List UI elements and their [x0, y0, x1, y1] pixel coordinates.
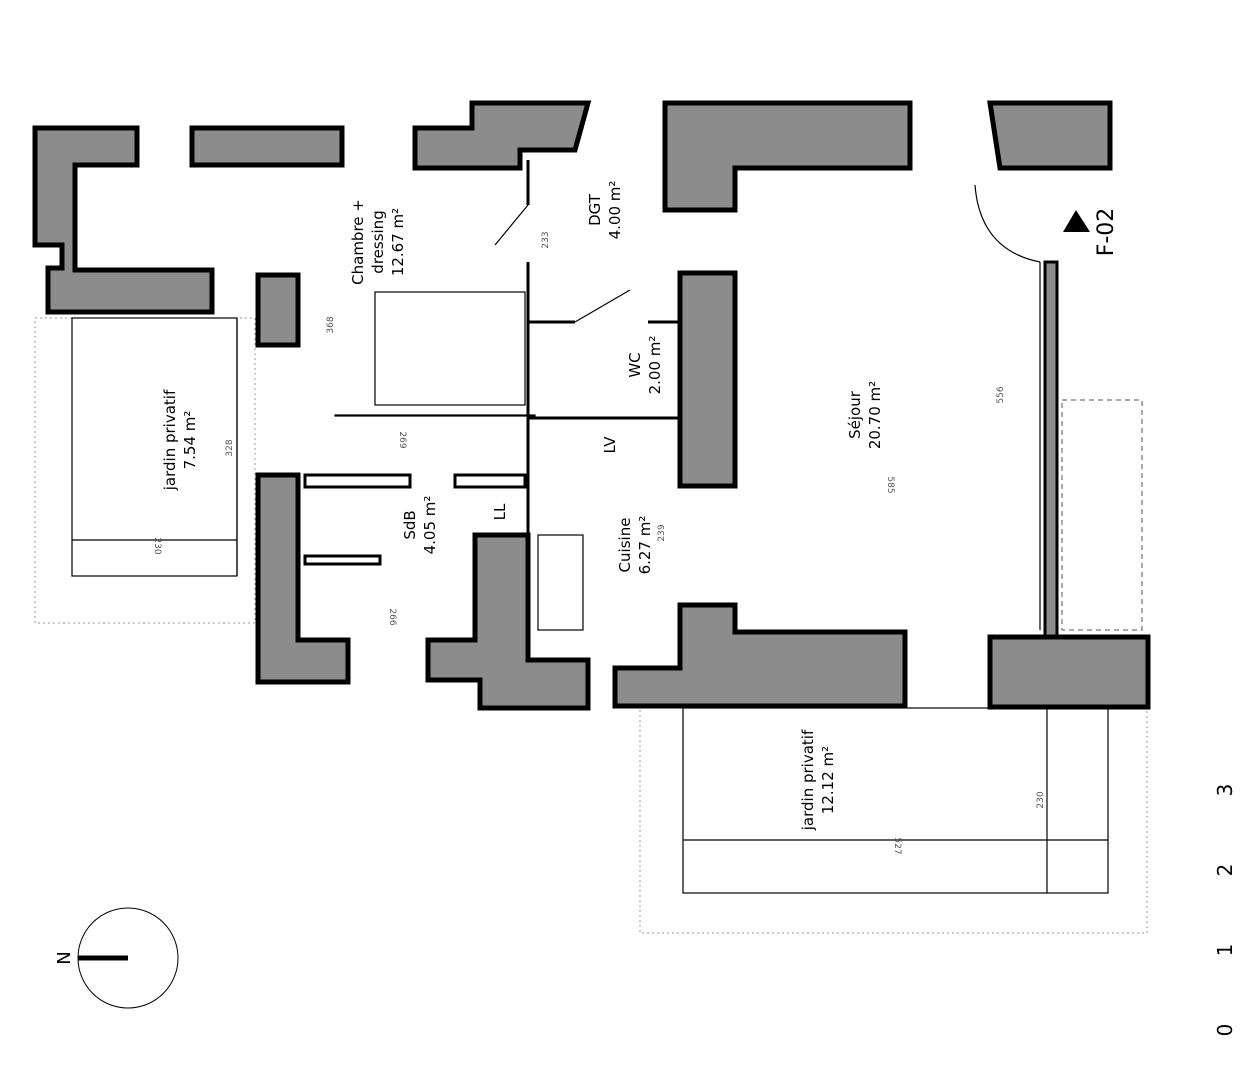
dimension: 230: [152, 537, 162, 554]
north-arrow: N: [54, 907, 179, 1009]
room-sejour: Séjour 20.70 m²: [846, 381, 884, 449]
room-name: SdB: [401, 510, 419, 539]
room-name: jardin privatif: [799, 729, 817, 831]
walls: [32, 100, 1151, 711]
room-area: 12.12 m²: [819, 746, 837, 814]
washing-machine-label: LL: [491, 503, 509, 520]
room-name: Cuisine: [616, 518, 634, 573]
scale-tick-label: 0: [1213, 1024, 1237, 1037]
dimension: 585: [885, 476, 895, 493]
dimension: 230: [1036, 791, 1046, 808]
stair: [1061, 399, 1143, 631]
room-area: 2.00 m²: [646, 336, 664, 395]
scale-tick-label: 1: [1213, 944, 1237, 957]
room-area: 6.27 m²: [636, 516, 654, 575]
room-sdb: SdB 4.05 m²: [401, 496, 439, 555]
section-marker-label: F-02: [1094, 208, 1119, 257]
room-cuisine: Cuisine 6.27 m²: [616, 516, 654, 575]
garden-bottom: [639, 707, 1148, 934]
room-area: 4.00 m²: [606, 181, 624, 240]
north-label: N: [54, 951, 75, 964]
room-jardin-2: jardin privatif 12.12 m²: [799, 729, 837, 831]
room-area: 4.05 m²: [421, 496, 439, 555]
dimension: 239: [657, 524, 667, 541]
scale-bar: 0 1 2 3: [1213, 784, 1237, 1037]
scale-tick-label: 3: [1213, 784, 1237, 797]
room-name: dressing: [369, 210, 387, 273]
room-name: Séjour: [846, 390, 864, 439]
dimension: 368: [326, 316, 336, 333]
room-wc: WC 2.00 m²: [626, 336, 664, 395]
dimension: 527: [892, 837, 902, 854]
room-name: WC: [626, 352, 644, 377]
scale-tick-label: 2: [1213, 864, 1237, 877]
dimension: 269: [397, 431, 407, 448]
room-name: DGT: [586, 193, 604, 226]
room-chambre: Chambre + dressing 12.67 m²: [349, 199, 407, 285]
room-area: 12.67 m²: [389, 208, 407, 276]
garden-left: [34, 317, 256, 624]
room-name: jardin privatif: [161, 389, 179, 491]
partitions: [303, 160, 1059, 650]
room-jardin-1: jardin privatif 7.54 m²: [161, 389, 199, 491]
room-area: 7.54 m²: [181, 411, 199, 470]
section-marker: F-02: [1063, 208, 1119, 257]
dimension: 266: [387, 608, 397, 625]
dimension: 556: [996, 386, 1006, 403]
room-dgt: DGT 4.00 m²: [586, 181, 624, 240]
dimension: 328: [225, 439, 235, 456]
dishwasher-label: LV: [601, 436, 619, 454]
dimension: 233: [541, 231, 551, 248]
dimension-labels: 368 269 266 233 556 585 239 328 230 527 …: [152, 231, 1046, 854]
room-area: 20.70 m²: [866, 381, 884, 449]
room-name: Chambre +: [349, 199, 367, 285]
